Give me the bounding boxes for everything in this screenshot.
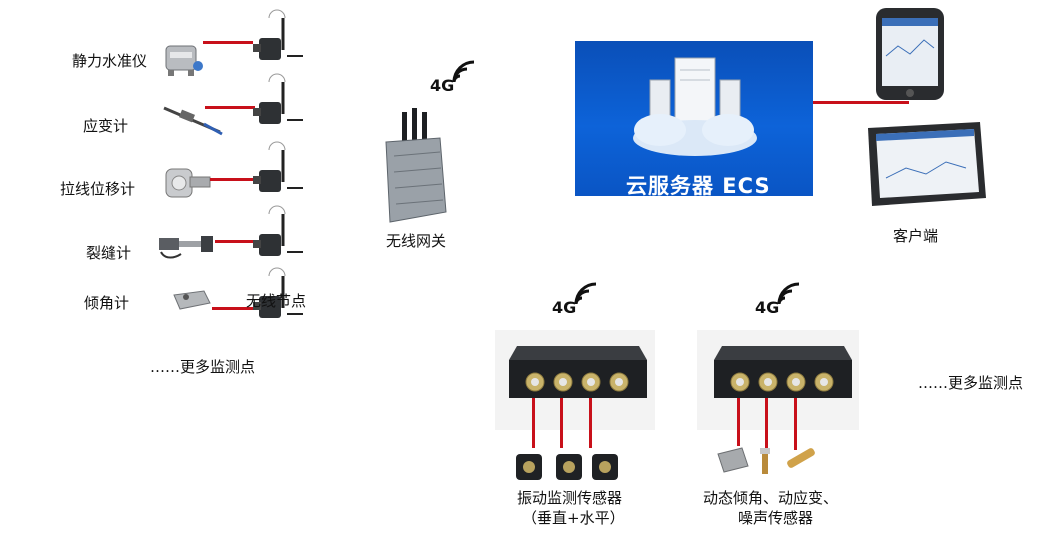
- wireless-node-label: 无线节点: [246, 292, 307, 310]
- link-displacement-node: [210, 178, 255, 181]
- link-converter-2-b: [765, 398, 768, 448]
- converter-2-label-line1: 动态倾角、动应变、: [703, 489, 839, 507]
- tablet-icon: [868, 122, 986, 206]
- wireless-node-icon: [253, 141, 303, 192]
- converter-1-network-4g: 4G: [552, 298, 577, 317]
- sensor-label-strain: 应变计: [83, 117, 129, 135]
- converter-2-network-4g: 4G: [755, 298, 780, 317]
- converter-2-label-line2: 噪声传感器: [738, 509, 814, 527]
- converter-1-label-line2: （垂直+水平）: [522, 509, 625, 527]
- link-crack-node: [215, 240, 255, 243]
- link-converter-1-a: [532, 398, 535, 448]
- wireless-node-icon: [253, 267, 303, 318]
- dynamic-sensors-icon: [717, 447, 815, 474]
- sensor-label-displacement: 拉线位移计: [60, 180, 136, 198]
- signal-waves-icon: [452, 60, 475, 83]
- wireless-node-icon: [253, 205, 303, 256]
- sensor-label-tilt: 倾角计: [84, 294, 130, 312]
- cloud-server-label: 云服务器 ECS: [626, 174, 771, 198]
- smartphone-icon: [876, 8, 944, 100]
- wireless-node-icon: [253, 73, 303, 124]
- signal-waves-icon: [777, 282, 800, 305]
- sensor-label-crack: 裂缝计: [86, 244, 132, 262]
- draw-wire-sensor-icon: [165, 168, 211, 198]
- client-label: 客户端: [893, 227, 939, 245]
- strain-gauge-icon: [163, 106, 223, 136]
- converter-1-box-icon: [509, 346, 647, 398]
- gateway-network-4g: 4G: [430, 76, 455, 95]
- signal-waves-icon: [574, 282, 597, 305]
- wireless-node-icon: [253, 9, 303, 60]
- link-converter-1-b: [560, 398, 563, 448]
- more-monitoring-points-left: ……更多监测点: [150, 358, 256, 376]
- link-converter-1-c: [589, 398, 592, 448]
- wireless-gateway-icon: [385, 108, 447, 223]
- link-converter-2-c: [794, 398, 797, 450]
- more-monitoring-points-right: ……更多监测点: [918, 374, 1024, 392]
- link-strain-node: [205, 106, 255, 109]
- converter-2-box-icon: [714, 346, 852, 398]
- cloud-server-icon: [633, 57, 757, 156]
- gateway-label: 无线网关: [386, 232, 447, 250]
- link-converter-2-a: [737, 398, 740, 446]
- vibration-sensor-icon: [516, 454, 618, 480]
- crack-meter-icon: [159, 236, 213, 259]
- tiltmeter-icon: [173, 290, 211, 310]
- converter-1-label-line1: 振动监测传感器: [517, 489, 623, 507]
- sensor-label-level: 静力水准仪: [72, 52, 148, 70]
- link-cloud-client: [813, 101, 909, 104]
- link-level-node: [203, 41, 253, 44]
- link-tilt-node: [212, 307, 257, 310]
- static-level-gauge-icon: [165, 45, 203, 76]
